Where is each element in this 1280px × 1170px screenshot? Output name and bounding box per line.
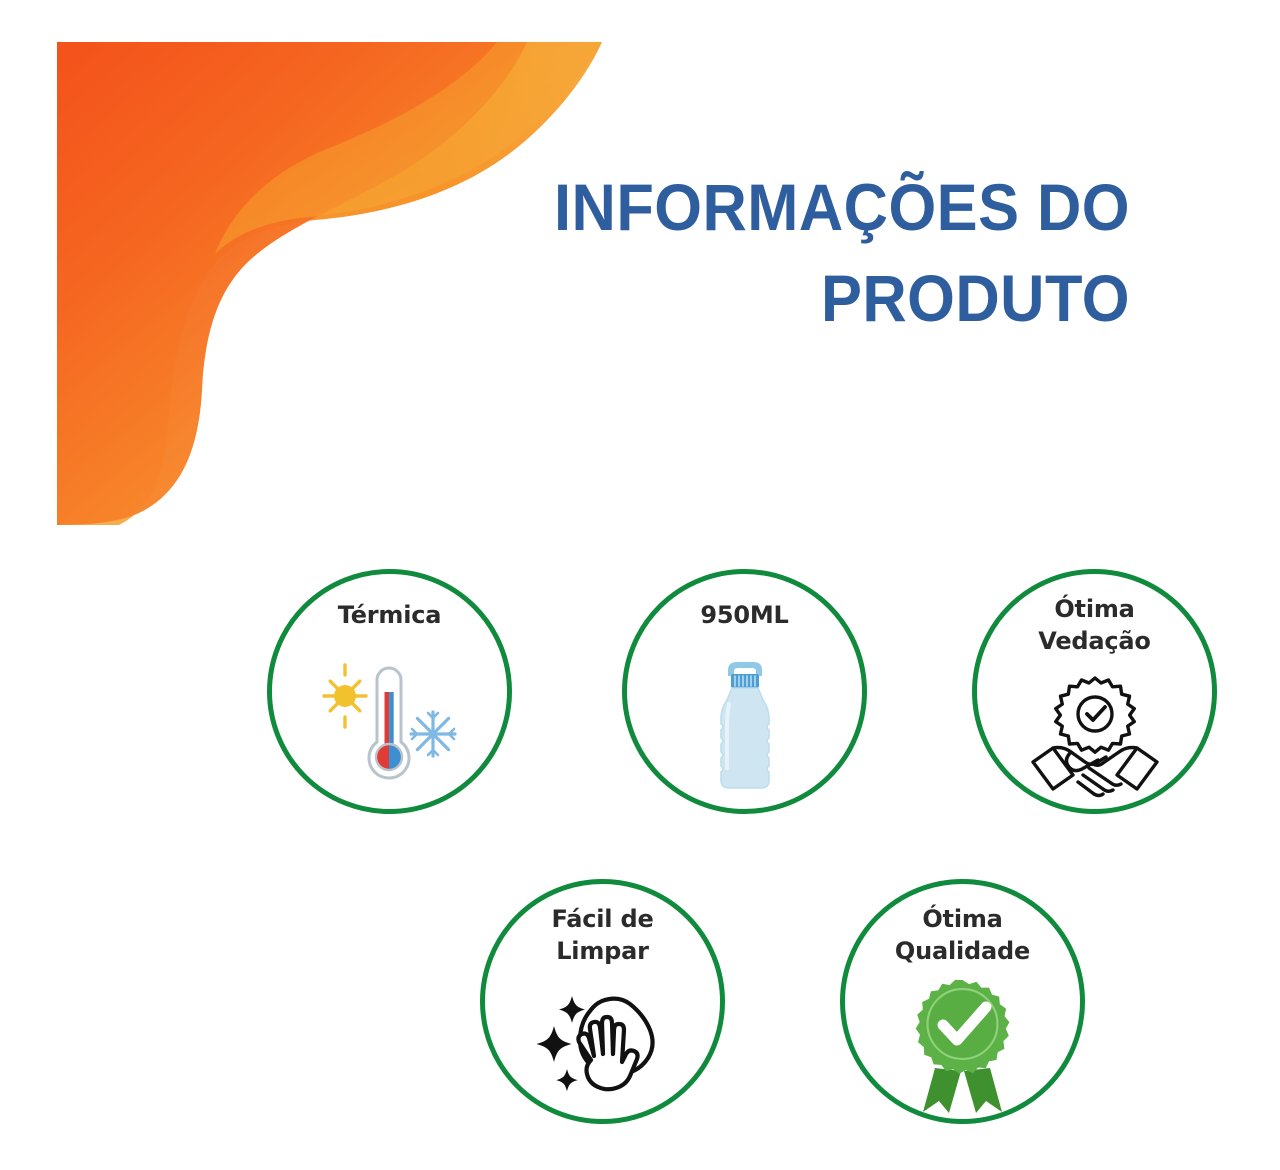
- handshake-glyph: [1030, 745, 1159, 798]
- quality-rosette-check-icon: [895, 973, 1030, 1119]
- ribbon-tails: [923, 1068, 1002, 1114]
- badge-qualidade-label: Ótima Qualidade: [894, 905, 1031, 965]
- badge-termica[interactable]: Térmica: [267, 569, 512, 814]
- orange-corner-decoration: [57, 42, 602, 525]
- seal-badge-icon: [1053, 676, 1136, 755]
- sun-icon: [321, 663, 368, 729]
- badge-termica-label: Térmica: [337, 601, 442, 629]
- page-title-line-2: PRODUTO: [820, 261, 1130, 336]
- badge-limpar[interactable]: Fácil de Limpar: [480, 879, 725, 1124]
- hand-glyph: [575, 1014, 640, 1092]
- handshake-seal-icon: [1025, 663, 1165, 809]
- thermometer-glyph: [367, 666, 410, 780]
- badge-volume-label: 950ML: [700, 601, 789, 629]
- sparkle-icons: [536, 995, 585, 1091]
- feature-badge-area: Térmica: [0, 540, 1280, 1170]
- badge-vedacao[interactable]: Ótima Vedação: [972, 569, 1217, 814]
- water-bottle-icon: [685, 638, 805, 809]
- bottle-handle: [727, 662, 762, 677]
- badge-volume[interactable]: 950ML: [622, 569, 867, 814]
- badge-vedacao-label: Ótima Vedação: [1038, 595, 1151, 655]
- badge-qualidade[interactable]: Ótima Qualidade: [840, 879, 1085, 1124]
- bottle-body: [719, 687, 770, 790]
- header-band: INFORMAÇÕES DO PRODUTO: [0, 0, 1280, 540]
- snowflake-icon: [408, 710, 457, 758]
- check-icon: [937, 1001, 992, 1046]
- bottle-cap: [730, 674, 759, 689]
- thermometer-hot-cold-icon: [315, 638, 465, 809]
- badge-limpar-label: Fácil de Limpar: [551, 905, 654, 965]
- cleaning-hand-sparkle-icon: [528, 973, 678, 1119]
- swoosh-highlight-shape: [177, 42, 602, 254]
- page-title-line-1: INFORMAÇÕES DO: [554, 170, 1130, 245]
- rosette-medal: [915, 980, 1010, 1074]
- page-title: INFORMAÇÕES DO PRODUTO: [470, 162, 1130, 344]
